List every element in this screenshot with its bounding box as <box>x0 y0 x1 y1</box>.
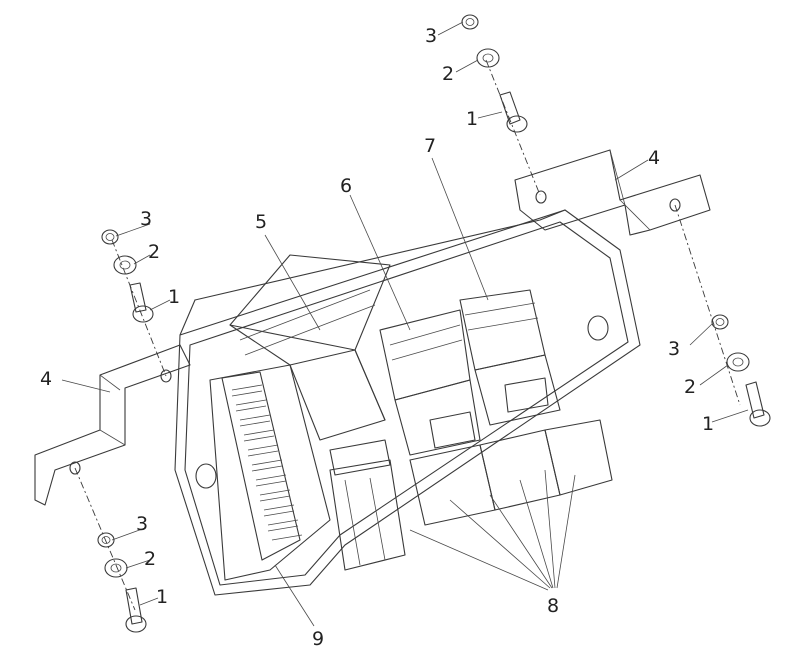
fastener-set-left-lower <box>97 532 147 633</box>
callout-2-top: 2 <box>442 63 454 85</box>
fuse-block <box>209 364 331 581</box>
bracket-left <box>34 344 191 506</box>
callout-8: 8 <box>547 595 559 617</box>
callout-3-top: 3 <box>425 25 437 47</box>
fastener-set-left-upper <box>101 229 154 323</box>
callout-1-left: 1 <box>168 286 180 308</box>
relay-7 <box>459 289 561 426</box>
callout-3-left: 3 <box>140 208 152 230</box>
connector-blocks <box>329 377 613 571</box>
fastener-set-top <box>461 14 528 133</box>
bracket-right <box>514 149 711 236</box>
relay-5 <box>229 254 391 441</box>
callout-3-right: 3 <box>668 338 680 360</box>
fastener-set-right <box>711 314 771 427</box>
callout-2-right: 2 <box>684 376 696 398</box>
callout-9: 9 <box>312 628 324 650</box>
callout-1-top: 1 <box>466 108 478 130</box>
callout-3-lower: 3 <box>136 513 148 535</box>
centerlines <box>74 59 741 611</box>
callout-1-lower: 1 <box>156 586 168 608</box>
callout-labels: 3 2 1 4 3 2 1 4 3 2 1 3 2 1 5 6 7 8 9 <box>40 25 714 650</box>
relay-6 <box>379 309 481 456</box>
callout-1-right: 1 <box>702 413 714 435</box>
fuse-row <box>231 384 303 541</box>
callout-6: 6 <box>340 175 352 197</box>
callout-5: 5 <box>255 211 267 233</box>
callout-7: 7 <box>424 135 436 157</box>
leader-lines <box>61 21 749 627</box>
callout-4-left: 4 <box>40 368 52 390</box>
callout-2-left: 2 <box>148 241 160 263</box>
callout-4-right: 4 <box>648 147 660 169</box>
housing-base-plate <box>174 209 641 596</box>
callout-2-lower: 2 <box>144 548 156 570</box>
